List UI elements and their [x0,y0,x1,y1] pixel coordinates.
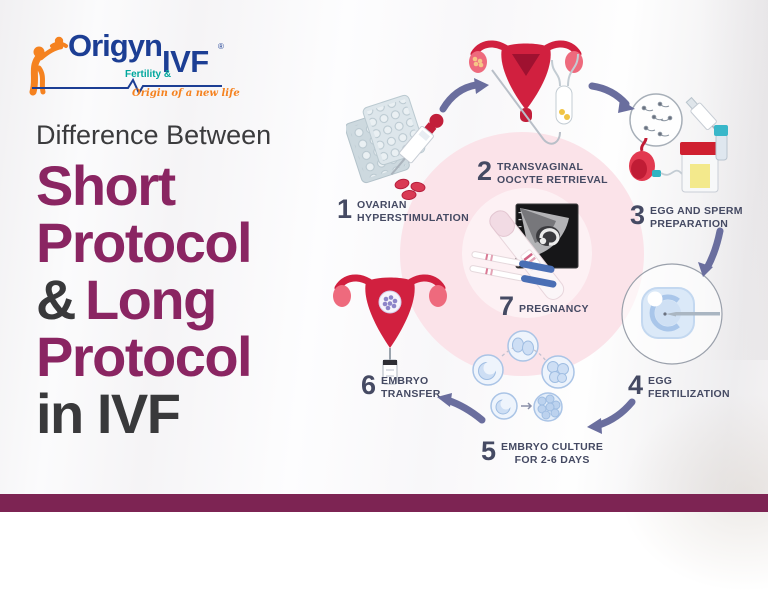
title-ampersand: & [36,268,76,331]
uterus-embryo-transfer-icon [333,274,447,385]
uterus-oocyte-retrieval-icon [469,40,583,145]
step-label-line: OVARIAN [357,199,407,211]
step-label-line: TRANSVAGINAL [497,161,584,173]
title-word: Long [84,268,217,331]
step-7-label: 7 PREGNANCY [499,293,589,320]
registered-mark: ® [218,42,224,51]
brand-name: Origyn [68,28,163,63]
embryo-cells-icon [472,330,575,422]
step-number: 1 [337,194,353,224]
arrow-4-to-5-icon [587,398,636,434]
step-label-line: PREGNANCY [519,303,589,315]
footer-accent-bar [0,494,768,512]
step-number: 6 [361,370,377,400]
step-label-line: EGG [648,375,673,387]
icsi-egg-fertilization-icon [621,263,723,365]
step-label-line: PREPARATION [650,218,729,230]
title-intro: Difference Between [36,120,272,150]
step-label-line: TRANSFER [381,388,441,400]
step-label-line: EGG AND SPERM [650,205,743,217]
step-label-line: HYPERSTIMULATION [357,212,469,224]
step-number: 3 [630,200,646,230]
title-line: Protocol [36,211,253,274]
arrow-1-to-2-icon [439,78,489,113]
step-number: 4 [628,370,644,400]
page-title: Difference Between Short Protocol &Long … [36,120,346,442]
step-label-line: OOCYTE RETRIEVAL [497,174,608,186]
title-line: &Long [36,271,346,328]
title-line: Short [36,154,176,217]
step-label-line: FOR 2-6 DAYS [514,454,590,466]
step-label-line: EMBRYO [381,375,429,387]
heartbeat-line-icon [32,78,222,94]
title-line: in IVF [36,382,181,445]
step-label-line: FERTILIZATION [648,388,730,400]
title-line: Protocol [36,325,253,388]
arrow-5-to-6-icon [437,393,486,424]
brand-tagline: Origin of a new life [132,88,240,99]
brand-subtitle: Fertility & [125,69,172,80]
step-number: 2 [477,156,493,186]
arrow-2-to-3-icon [588,82,635,113]
brand-division: IVF [162,44,209,79]
step-label-line: EMBRYO CULTURE [501,441,604,453]
step-number: 5 [481,436,497,466]
pregnancy-test-ultrasound-icon [469,203,579,300]
arrow-3-to-4-icon [698,227,724,277]
pills-syringe-icon [346,94,444,201]
step-number: 7 [499,291,515,321]
brand-logo: Origyn IVF ® Fertility & Origin of a new… [28,22,240,104]
petri-dish-specimen-cup-icon [629,93,728,193]
